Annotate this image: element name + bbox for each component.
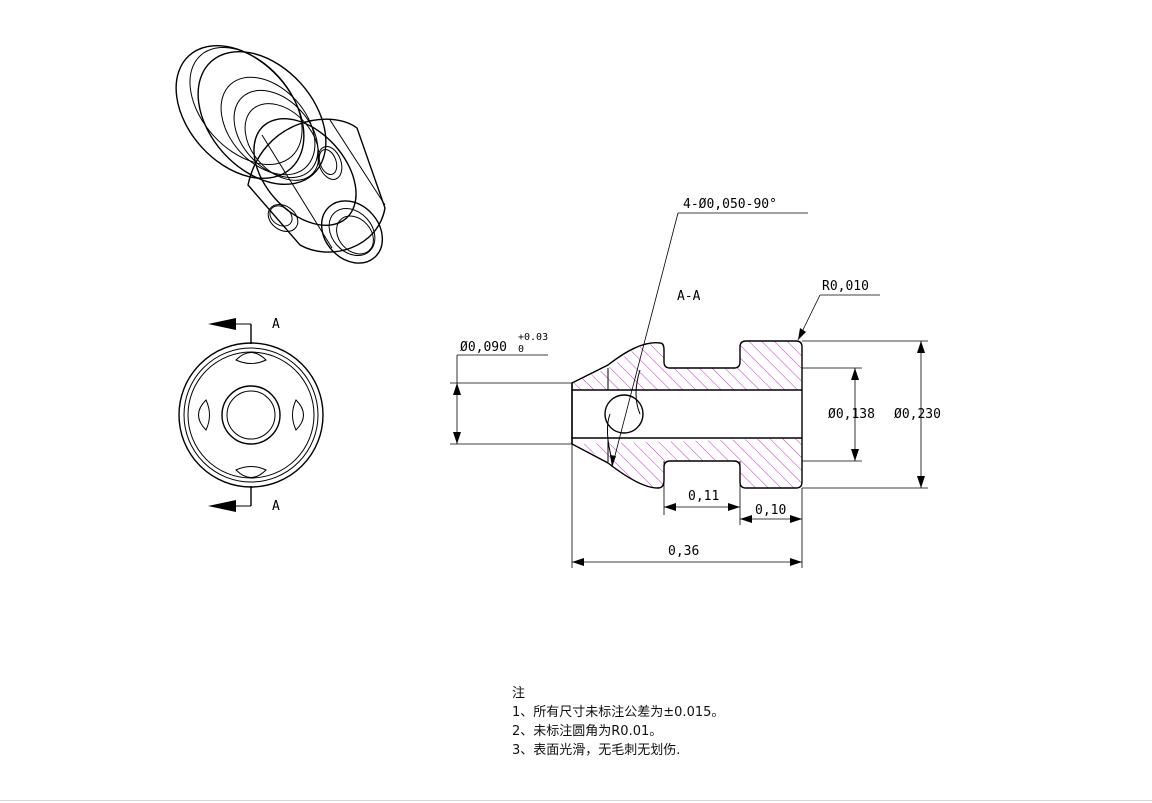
flange-width-text: 0,10	[755, 503, 786, 518]
section-hatch-bottom	[572, 438, 802, 488]
note-line-2: 2、未标注圆角为R0.01。	[512, 724, 663, 739]
inner-diameter-dimension	[802, 367, 862, 462]
notes-title: 注	[512, 686, 526, 701]
cut-label-top: A	[272, 317, 280, 332]
inner-diameter-text: Ø0,138	[828, 407, 875, 422]
section-label: A-A	[677, 289, 701, 304]
bore-diameter-text: Ø0,090	[460, 340, 507, 355]
bottom-divider	[0, 800, 1152, 801]
notes-block: 注 1、所有尺寸未标注公差为±0.015。 2、未标注圆角为R0.01。 3、表…	[512, 684, 724, 760]
outer-diameter-dimension	[802, 340, 928, 489]
groove-width-dimension	[663, 461, 741, 525]
radius-callout	[797, 294, 880, 341]
cut-label-bottom: A	[272, 499, 280, 514]
overall-length-dimension	[571, 444, 802, 568]
bore-tolerance-lower: 0	[518, 344, 524, 355]
section-view	[571, 340, 803, 489]
bore-diameter-dimension	[450, 354, 572, 445]
isometric-view	[175, 44, 386, 264]
holes-callout	[610, 212, 808, 468]
radius-callout-text: R0,010	[822, 279, 869, 294]
bore-tolerance-upper: +0.03	[518, 332, 548, 343]
outer-diameter-text: Ø0,230	[894, 407, 941, 422]
note-line-1: 1、所有尺寸未标注公差为±0.015。	[512, 705, 725, 720]
end-view	[178, 318, 324, 512]
note-line-3: 3、表面光滑，无毛刺无划伤.	[512, 743, 681, 758]
holes-callout-text: 4-Ø0,050-90°	[683, 197, 777, 212]
overall-length-text: 0,36	[668, 544, 699, 559]
flange-width-dimension	[740, 488, 803, 568]
section-hatch-top	[572, 341, 802, 390]
groove-width-text: 0,11	[688, 489, 719, 504]
